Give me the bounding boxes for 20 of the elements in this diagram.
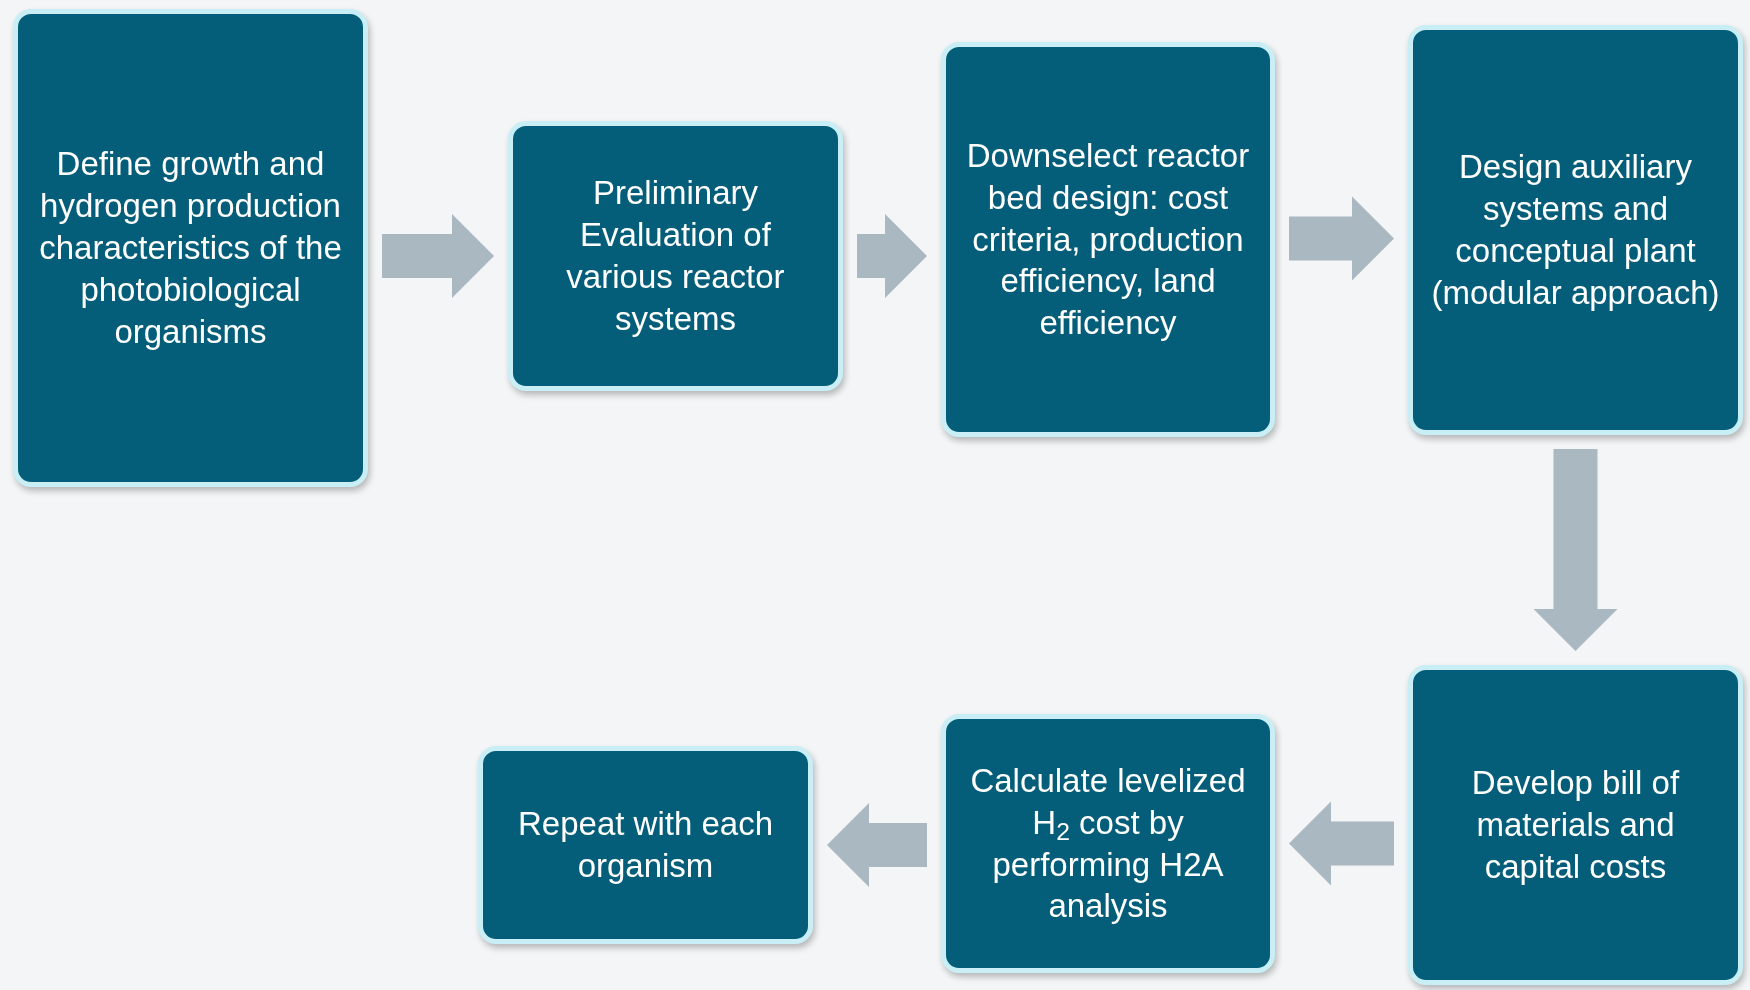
process-box [478, 746, 813, 944]
block-arrow [1533, 449, 1618, 651]
step-text: Design auxiliary systems and conceptual plant (modular approach) [1430, 147, 1721, 313]
block-arrow [1289, 801, 1394, 886]
block-arrow [382, 214, 494, 298]
step-text: Downselect reactor bed design: cost criteria, production efficiency, land efficiency [965, 135, 1251, 344]
process-box [941, 42, 1275, 437]
process-box [1408, 25, 1743, 435]
step-text: Repeat with each organism [517, 804, 774, 886]
process-box [1408, 665, 1743, 985]
block-arrow [1289, 196, 1394, 281]
step-text: Calculate levelized H$_{2}$ cost by performing H2A analysis [969, 760, 1247, 927]
step-text: Preliminary Evaluation of various reactor systems [565, 173, 786, 339]
block-arrow [827, 803, 927, 887]
process-box [13, 9, 368, 487]
process-box [508, 121, 843, 391]
step-text: Define growth and hydrogen production characteristics of the photobiological organisms [38, 144, 343, 352]
block-arrow [857, 214, 927, 298]
process-box [941, 714, 1275, 973]
step-text: Develop bill of materials and capital costs [1470, 763, 1681, 887]
